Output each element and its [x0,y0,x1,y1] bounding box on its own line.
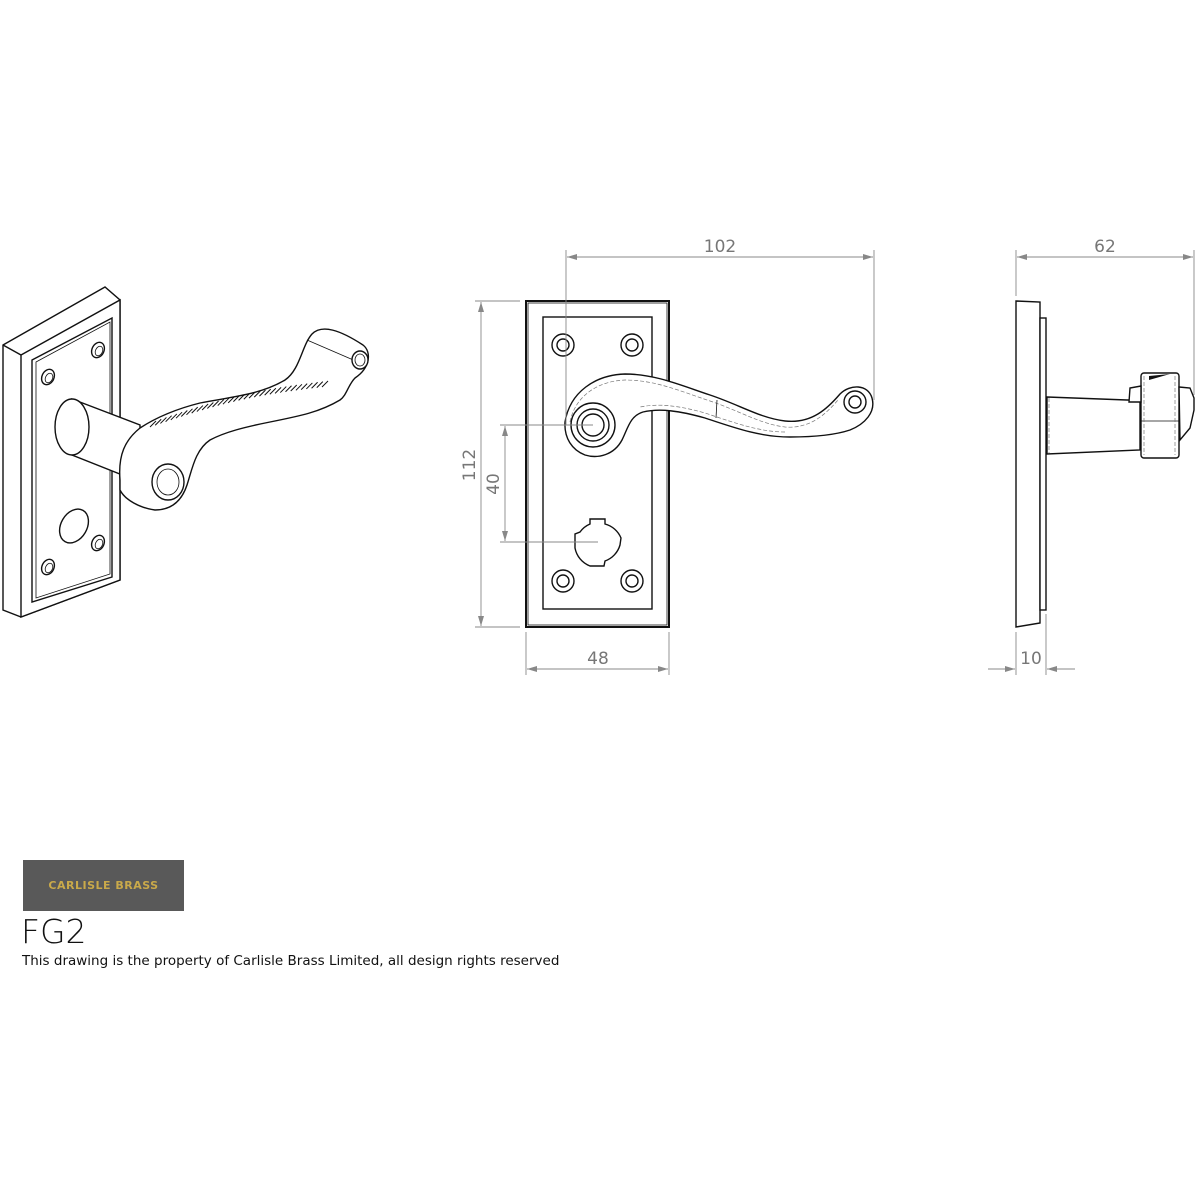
grip-hatch-line [311,381,318,389]
dimension-label-48: 48 [587,649,609,669]
grip-hatch-line [243,392,251,400]
dimension-112: 112 [460,300,520,628]
grip-hatch-line [259,389,266,397]
grip-hatch-line [233,395,240,402]
screw-holes [551,333,644,593]
grip-hatch-line [170,413,178,421]
grip-hatch-line [321,380,329,388]
grip-hatch-line [160,417,167,424]
grip-hatch-line [212,400,219,408]
grip-hatch-line [191,406,199,414]
backplate-inner-panel [542,316,653,610]
grip-hatch-line [180,410,188,417]
side-neck [1046,396,1141,455]
side-lever-head [1140,372,1180,459]
grip-hatch-line [206,402,214,409]
dimension-48: 48 [525,632,670,675]
grip-hatch-line [238,394,245,401]
grip-hatch-line [222,397,230,405]
iso-grip-hatching [149,380,329,428]
grip-hatch-line [279,386,287,393]
grip-hatch-line [201,403,209,411]
dimension-label-112: 112 [460,449,480,481]
iso-screw-holes [40,341,106,576]
grip-hatch-line [217,399,225,406]
grip-hatch-line [269,387,277,395]
grip-hatch-line [175,411,183,419]
product-code: FG2 [21,912,87,951]
grip-hatch-line [253,390,261,398]
dimension-label-10: 10 [1020,649,1042,669]
grip-hatch-line [316,381,324,388]
grip-hatch-line [285,385,292,393]
brand-logo: CARLISLE BRASS [23,860,184,911]
dimension-label-102: 102 [704,237,736,257]
side-view: 62 10 [988,237,1195,675]
grip-hatch-line [248,391,256,399]
grip-hatch-line [306,382,313,390]
lever-handle [564,373,874,458]
backplate [525,300,670,628]
grip-hatch-line [290,384,298,392]
isometric-view [2,286,370,619]
iso-keyhole [58,508,90,544]
grip-hatch-line [264,388,272,396]
grip-hatch-line [154,418,162,426]
grip-hatch-line [274,387,282,394]
grip-hatch-line [295,383,303,391]
dimension-label-62: 62 [1094,237,1116,257]
grip-hatch-line [149,420,157,428]
dimension-10: 10 [988,614,1075,675]
side-backplate [1015,300,1041,628]
dimension-62: 62 [1015,237,1195,395]
dimension-40: 40 [484,424,598,543]
dimension-102: 102 [565,237,875,425]
dimension-label-40: 40 [484,473,504,495]
grip-hatch-line [165,415,172,423]
front-view: 102 112 40 48 [460,237,875,675]
keyhole [574,518,622,567]
grip-hatch-line [227,396,235,404]
iso-inner-panel [31,316,113,603]
grip-hatch-line [186,408,193,416]
grip-hatch-line [196,405,204,412]
brand-logo-text: CARLISLE BRASS [48,879,159,892]
iso-lever [118,328,370,511]
grip-hatch-line [300,383,308,390]
copyright-note: This drawing is the property of Carlisle… [22,953,560,969]
